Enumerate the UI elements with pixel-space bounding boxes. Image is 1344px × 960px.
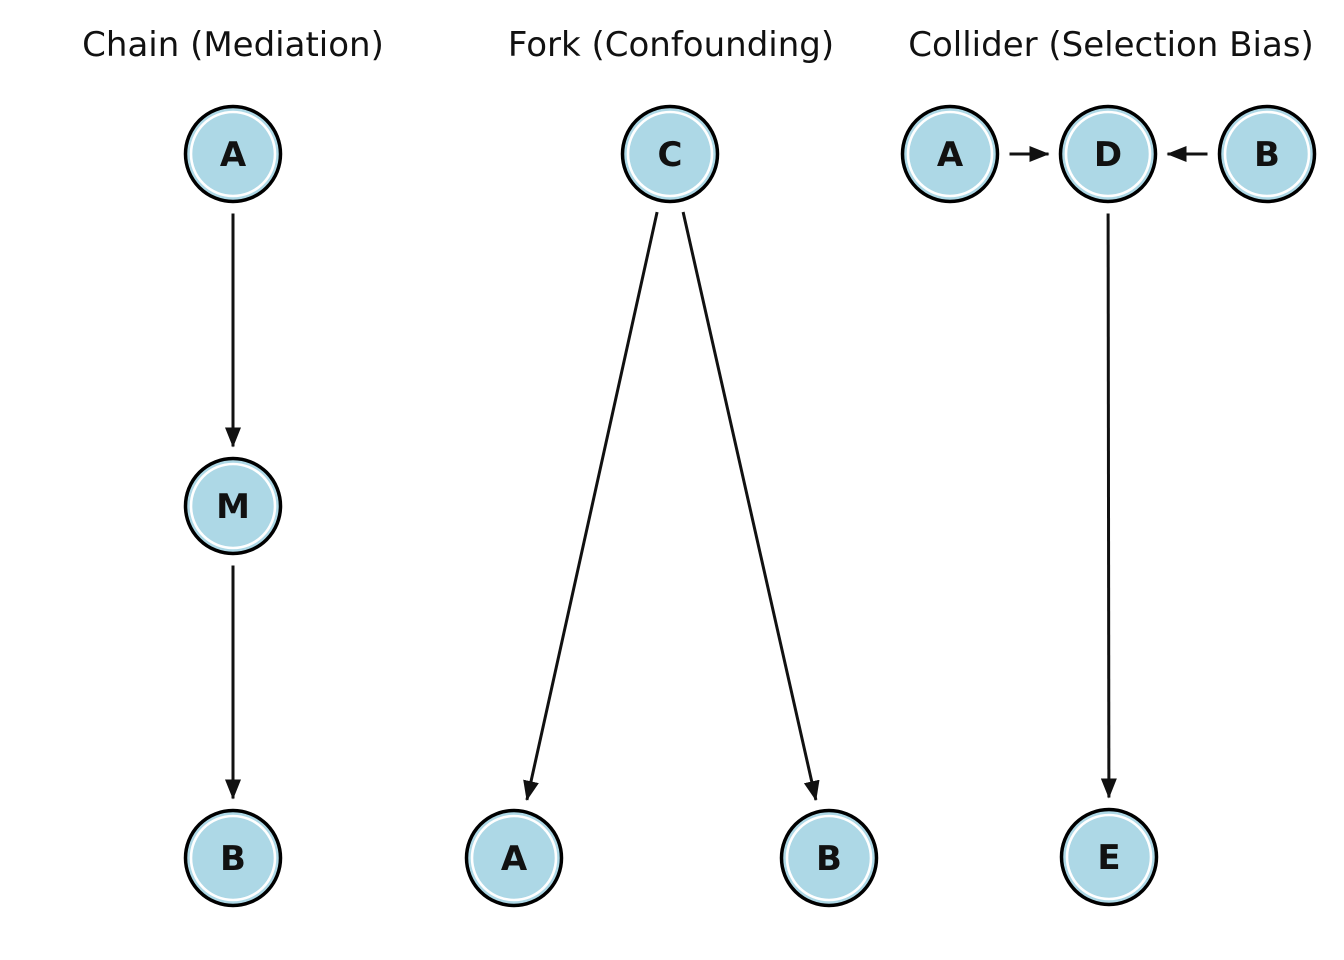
node-collider-E: E — [1059, 807, 1159, 907]
panel-title-fork: Fork (Confounding) — [507, 25, 835, 65]
edges-layer — [225, 146, 1208, 801]
node-label-A: A — [937, 135, 964, 175]
node-chain-A: A — [183, 104, 283, 204]
edge-fork-C-to-fork-B — [681, 211, 820, 801]
node-inner-ring — [189, 110, 277, 198]
node-inner-ring — [470, 814, 558, 902]
node-inner-ring — [626, 110, 714, 198]
node-circle — [183, 456, 283, 556]
node-label-B: B — [220, 839, 246, 879]
node-circle — [183, 808, 283, 908]
node-label-E: E — [1097, 838, 1120, 878]
panel-title-collider: Collider (Selection Bias) — [908, 25, 1314, 65]
node-circle — [620, 104, 720, 204]
node-circle — [779, 808, 879, 908]
node-collider-A: A — [900, 104, 1000, 204]
node-circle — [183, 104, 283, 204]
node-circle — [1058, 104, 1158, 204]
node-label-A: A — [501, 839, 528, 879]
node-inner-ring — [189, 462, 277, 550]
node-label-C: C — [658, 135, 683, 175]
node-inner-ring — [189, 814, 277, 902]
node-circle — [1217, 104, 1317, 204]
node-circle — [1059, 807, 1159, 907]
node-inner-ring — [1064, 110, 1152, 198]
node-label-M: M — [216, 487, 250, 527]
edge-collider-D-to-collider-E — [1100, 213, 1117, 799]
node-label-B: B — [816, 839, 842, 879]
edge-fork-C-to-fork-A — [523, 211, 659, 801]
node-collider-B: B — [1217, 104, 1317, 204]
node-fork-C: C — [620, 104, 720, 204]
node-inner-ring — [1223, 110, 1311, 198]
node-chain-B: B — [183, 808, 283, 908]
node-inner-ring — [785, 814, 873, 902]
node-fork-B: B — [779, 808, 879, 908]
node-label-B: B — [1254, 135, 1280, 175]
node-label-D: D — [1094, 135, 1122, 175]
node-inner-ring — [1065, 813, 1153, 901]
panel-title-chain: Chain (Mediation) — [82, 25, 384, 65]
node-inner-ring — [906, 110, 994, 198]
node-chain-M: M — [183, 456, 283, 556]
node-fork-A: A — [464, 808, 564, 908]
node-collider-D: D — [1058, 104, 1158, 204]
node-circle — [464, 808, 564, 908]
nodes-layer: A M B C A B A D B E — [183, 104, 1317, 908]
node-label-A: A — [220, 135, 247, 175]
node-circle — [900, 104, 1000, 204]
